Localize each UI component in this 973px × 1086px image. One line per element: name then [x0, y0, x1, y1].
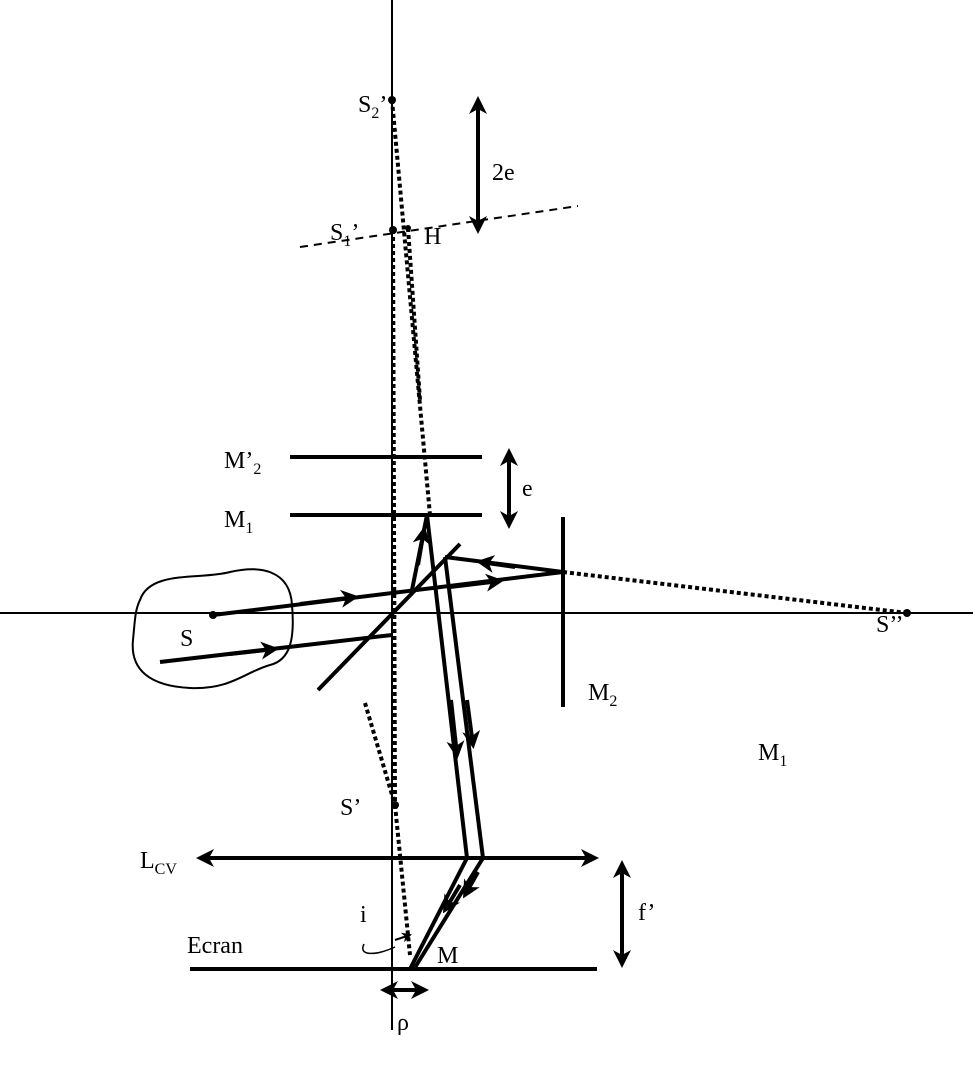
extended-source-outline: [131, 568, 294, 690]
label-e: e: [522, 476, 533, 502]
point-s-double-prime: [903, 609, 911, 617]
point-h: [405, 225, 411, 231]
ray-emerging-1: [425, 514, 469, 859]
label-m1-right: M1: [758, 740, 787, 770]
beam-splitter: [316, 542, 462, 692]
label-m-point: M: [437, 943, 458, 969]
label-m2-prime: M’2: [224, 448, 261, 478]
label-screen: Ecran: [187, 933, 243, 959]
ray-arrow: [462, 699, 481, 749]
ray-arrow: [446, 699, 465, 759]
label-s-double-prime: S’’: [876, 612, 904, 638]
angle-i-arrow: [394, 932, 412, 943]
dotted-line-s-double-prime: [562, 570, 908, 615]
ray-arrow: [449, 573, 504, 592]
dotted-line-to-screen: [393, 804, 412, 956]
label-s: S: [180, 626, 193, 652]
point-s2-prime: [388, 96, 396, 104]
ray-arrow: [229, 641, 279, 660]
dotted-line-s1-prime: [391, 229, 397, 806]
label-rho: ρ: [397, 1010, 409, 1036]
point-s-prime: [391, 801, 399, 809]
label-f-prime: f’: [638, 900, 655, 926]
ray-arrow: [463, 871, 480, 899]
ray-to-m-1: [408, 857, 469, 970]
dotted-line-h: [406, 227, 422, 401]
label-s1-prime: S1’: [330, 220, 359, 250]
point-s1-prime: [389, 226, 397, 234]
angle-i-arc: [362, 943, 396, 955]
label-h: H: [424, 224, 441, 250]
dotted-line-s-prime: [363, 702, 397, 806]
label-s2-prime: S2’: [358, 92, 387, 122]
label-s-prime: S’: [340, 795, 361, 821]
ray-emerging-2: [443, 556, 485, 859]
ray-source-to-m2: [212, 570, 564, 617]
ray-arrow: [412, 526, 431, 566]
label-m1: M1: [224, 507, 253, 537]
ray-arrow: [476, 555, 516, 573]
dotted-line-s2-prime: [390, 99, 432, 516]
label-lens: LCV: [140, 848, 177, 878]
label-i: i: [360, 902, 367, 928]
ray-to-m-2: [412, 856, 485, 971]
ray-arrow: [299, 589, 359, 608]
label-two-e: 2e: [492, 160, 515, 186]
label-m2: M2: [588, 680, 617, 710]
tangent-plane-dashed: [299, 205, 579, 248]
ray-arrow: [442, 883, 462, 914]
point-s: [209, 611, 217, 619]
